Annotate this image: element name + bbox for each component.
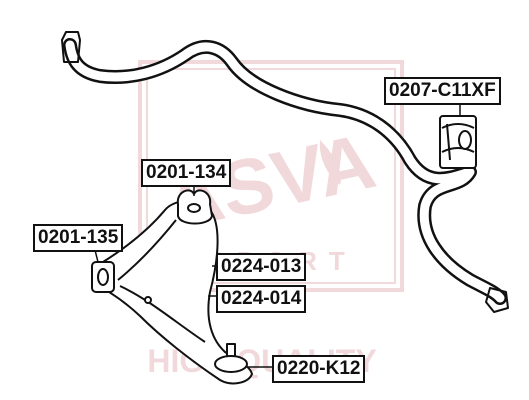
front-bushing-bore <box>97 268 109 286</box>
part-label-upper-bushing[interactable]: 0201-134 <box>141 159 232 187</box>
stabilizer-bar <box>61 31 509 313</box>
part-label-front-bushing[interactable]: 0201-135 <box>33 224 124 252</box>
part-label-stabilizer-bushing[interactable]: 0207-C11XF <box>384 77 501 105</box>
ball-joint-housing <box>214 355 248 373</box>
part-label-arm-right[interactable]: 0224-014 <box>216 285 307 313</box>
arm-inner-edge <box>117 219 206 343</box>
leader-135 <box>94 249 99 263</box>
part-label-ball-joint[interactable]: 0220-K12 <box>272 355 366 383</box>
arm-body <box>102 200 253 385</box>
bushing-hole <box>458 130 472 150</box>
stabilizer-bushing <box>439 115 477 169</box>
lower-control-arm <box>91 189 253 385</box>
stabilizer-end-right <box>485 287 509 313</box>
stabilizer-bar-inner <box>65 40 505 303</box>
arm-hole <box>144 296 152 304</box>
part-label-arm-left[interactable]: 0224-013 <box>216 253 307 281</box>
watermark-leaf-icon <box>319 140 341 185</box>
bushing-ring-bottom <box>441 147 475 153</box>
bushing-slit <box>446 123 451 161</box>
stabilizer-end-left <box>61 31 81 63</box>
leader-lines <box>94 102 461 368</box>
upper-bushing-bore <box>187 203 201 213</box>
bushing-ring-top <box>441 123 475 129</box>
